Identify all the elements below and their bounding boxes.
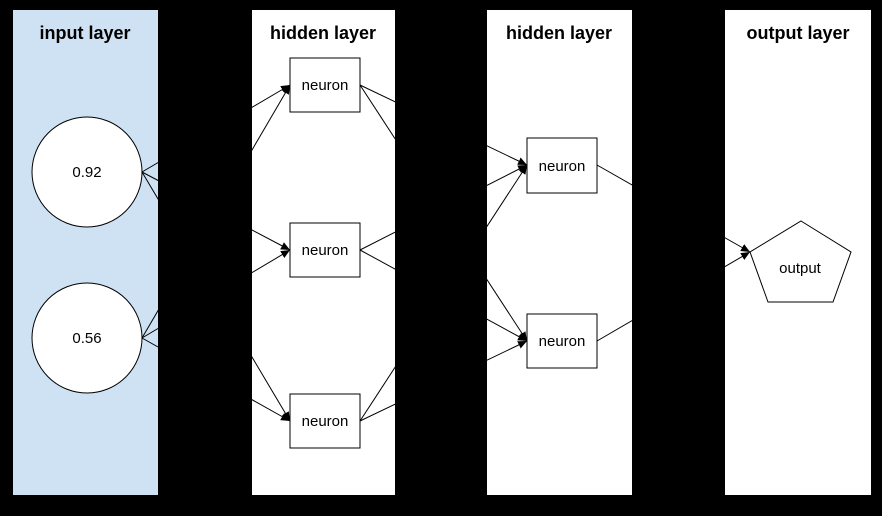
connection-line	[359, 340, 528, 422]
output-node	[749, 220, 852, 303]
connection-line	[596, 164, 751, 253]
connection-line	[359, 164, 528, 251]
input-layer-panel	[13, 10, 158, 495]
connection-line	[359, 249, 528, 342]
hidden2-neuron-2-label: neuron	[539, 333, 586, 350]
connection-line	[141, 171, 291, 422]
hidden1-neuron-2	[289, 222, 361, 278]
hidden2-neuron-1	[526, 137, 598, 194]
connection-line	[141, 249, 291, 339]
input-node-2-label: 0.56	[72, 330, 101, 347]
connection-line	[141, 84, 291, 173]
hidden-layer-2-panel	[487, 10, 632, 495]
connection-line	[359, 84, 528, 166]
input-layer-title: input layer	[39, 23, 130, 43]
hidden1-neuron-2-label: neuron	[302, 242, 349, 259]
connection-line	[596, 251, 751, 342]
hidden-layer-1-title: hidden layer	[270, 23, 376, 43]
hidden-layer-2-title: hidden layer	[506, 23, 612, 43]
connection-line	[359, 164, 528, 422]
output-node-label: output	[779, 260, 822, 277]
connection-line	[141, 337, 291, 422]
connection-line	[141, 84, 291, 339]
hidden1-neuron-1	[289, 57, 361, 113]
hidden2-neuron-2	[526, 313, 598, 369]
input-node-1	[31, 116, 143, 228]
input-node-1-label: 0.92	[72, 164, 101, 181]
hidden1-neuron-1-label: neuron	[302, 77, 349, 94]
output-layer-title: output layer	[746, 23, 849, 43]
connection-line	[359, 84, 528, 342]
hidden1-neuron-3-label: neuron	[302, 413, 349, 430]
hidden1-neuron-3	[289, 393, 361, 449]
hidden2-neuron-1-label: neuron	[539, 158, 586, 175]
input-node-2	[31, 282, 143, 394]
